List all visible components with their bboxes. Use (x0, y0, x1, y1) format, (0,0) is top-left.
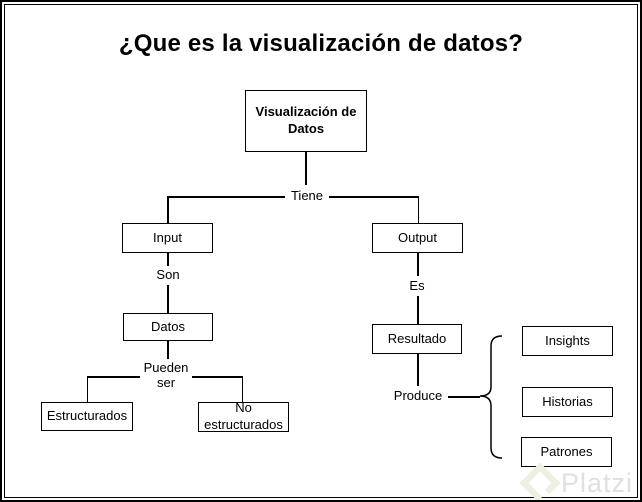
connector-output-to-es (417, 253, 419, 276)
node-estructurados: Estructurados (41, 402, 133, 431)
edge-label-es: Es (409, 278, 425, 293)
node-patrones: Patrones (521, 437, 612, 467)
connector-puedenser-right (192, 376, 243, 378)
connector-tiene-to-output (417, 196, 419, 223)
edge-label-son: Son (156, 267, 180, 282)
connector-tiene-right (329, 196, 419, 198)
edge-label-produce: Produce (393, 388, 443, 403)
connector-input-to-son (167, 253, 169, 266)
connector-tiene-left (167, 196, 285, 198)
connector-to-no-estructurados (241, 376, 243, 402)
node-datos: Datos (123, 313, 213, 341)
connector-produce-to-brace (448, 396, 480, 398)
node-output: Output (372, 223, 463, 253)
connector-resultado-to-produce (417, 354, 419, 386)
curly-brace-icon (479, 335, 503, 459)
watermark-text: Platzi (561, 468, 634, 498)
connector-tiene-to-input (167, 196, 169, 223)
node-insights: Insights (522, 326, 613, 356)
connector-son-to-datos (167, 285, 169, 313)
node-visualizacion-de-datos: Visualización de Datos (245, 90, 367, 152)
connector-root-to-tiene (305, 152, 307, 185)
platzi-logo-icon (520, 463, 560, 500)
connector-es-to-resultado (417, 296, 419, 324)
connector-datos-to-puedenser (167, 341, 169, 359)
node-input: Input (122, 223, 213, 253)
node-resultado: Resultado (372, 324, 462, 354)
connector-puedenser-left (86, 376, 140, 378)
node-historias: Historias (522, 387, 613, 417)
page-title: ¿Que es la visualización de datos? (118, 30, 524, 57)
node-no-estructurados: No estructurados (198, 400, 289, 432)
edge-label-tiene: Tiene (290, 188, 324, 203)
edge-label-pueden-ser: Pueden ser (143, 360, 189, 390)
connector-to-estructurados (86, 376, 88, 402)
